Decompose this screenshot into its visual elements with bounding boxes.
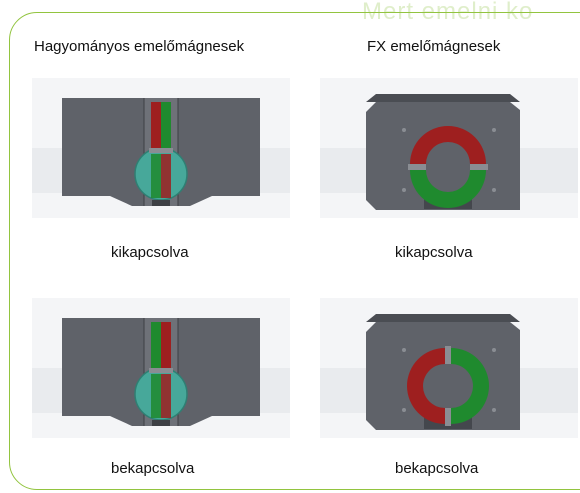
traditional-off-caption: kikapcsolva bbox=[111, 244, 189, 261]
traditional-heading: Hagyományos emelőmágnesek bbox=[34, 38, 245, 55]
traditional-magnet-on-image bbox=[32, 298, 290, 438]
fx-heading: FX emelőmágnesek bbox=[367, 38, 501, 55]
content-frame bbox=[9, 12, 580, 490]
traditional-on-caption: bekapcsolva bbox=[111, 460, 195, 477]
fx-off-caption: kikapcsolva bbox=[395, 244, 473, 261]
traditional-magnet-off-image bbox=[32, 78, 290, 218]
fx-magnet-off-image bbox=[320, 78, 578, 218]
fx-on-caption: bekapcsolva bbox=[395, 460, 479, 477]
fx-magnet-on-image bbox=[320, 298, 578, 438]
